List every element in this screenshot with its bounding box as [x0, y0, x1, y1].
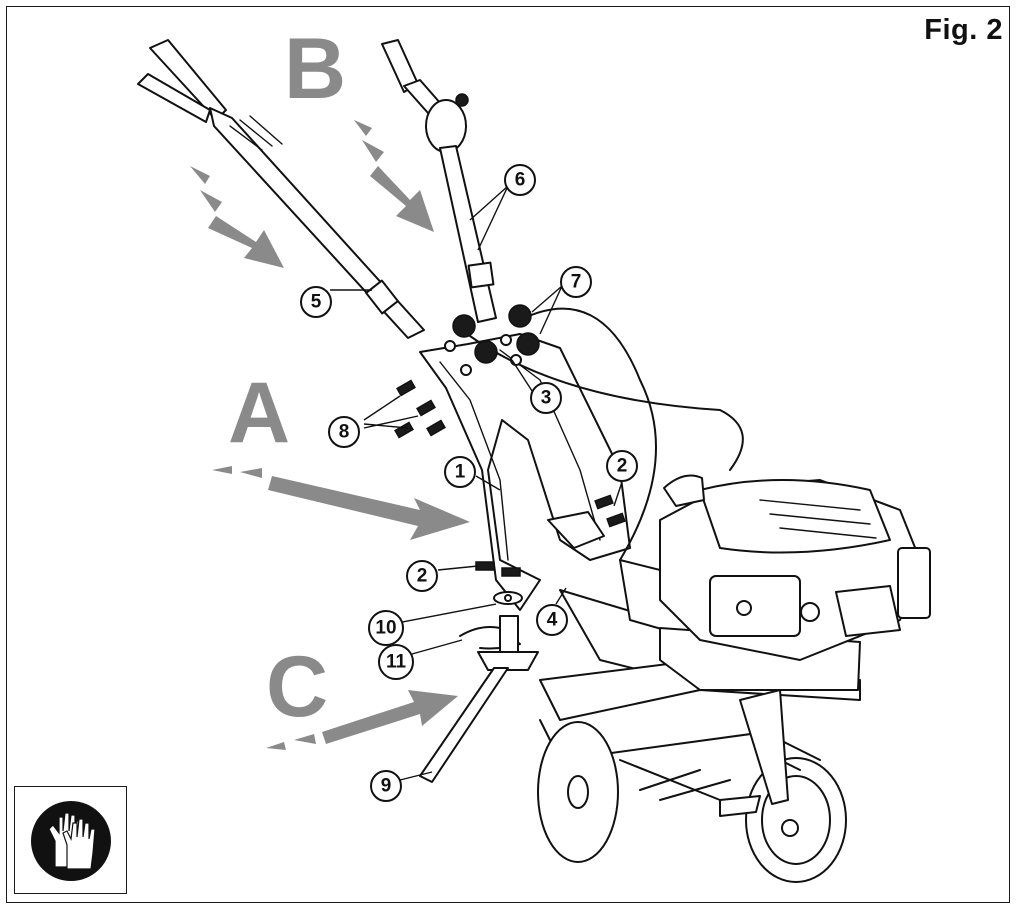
callout-2-lower: 2: [406, 560, 438, 592]
support-outline-2: [519, 307, 657, 561]
protective-gloves-icon: [31, 801, 111, 881]
svg-text:2: 2: [617, 456, 628, 477]
step-letter-a: A: [228, 365, 290, 461]
left-handlebar: [137, 39, 425, 339]
callout-9: 9: [370, 770, 402, 802]
arrow-5: [190, 166, 284, 268]
callout-7: 7: [560, 266, 592, 298]
step-letter-b: B: [284, 21, 346, 117]
callout-1: 1: [444, 456, 476, 488]
svg-text:10: 10: [375, 618, 396, 639]
right-handlebar: [381, 39, 497, 323]
safety-pictogram-frame: [14, 786, 127, 894]
left-wheel: [537, 721, 619, 863]
svg-text:4: 4: [547, 610, 558, 631]
right-wheel: [745, 757, 847, 883]
svg-text:2: 2: [417, 566, 428, 587]
support-leg: [419, 615, 539, 783]
callout-8: 8: [328, 416, 360, 448]
callout-2-upper: 2: [606, 450, 638, 482]
callout-11: 11: [378, 644, 414, 680]
svg-text:8: 8: [339, 422, 350, 443]
figure-frame: [6, 6, 1010, 903]
svg-text:7: 7: [571, 272, 582, 293]
engine: [659, 474, 931, 661]
callout-10: 10: [368, 610, 404, 646]
star-knobs: [444, 304, 540, 376]
tines: [619, 739, 821, 817]
callout-3: 3: [530, 382, 562, 414]
step-letter-c: C: [266, 639, 328, 735]
callout-6: 6: [504, 164, 536, 196]
bolts: [394, 379, 626, 577]
svg-text:3: 3: [541, 388, 552, 409]
svg-text:1: 1: [455, 462, 466, 483]
svg-text:5: 5: [311, 292, 322, 313]
svg-text:11: 11: [386, 652, 407, 673]
svg-text:9: 9: [381, 776, 392, 797]
arrow-b: [354, 120, 434, 232]
figure-title: Fig. 2: [924, 14, 1003, 46]
callout-4: 4: [536, 604, 568, 636]
arrow-a: [212, 466, 470, 540]
depth-bar: [739, 689, 789, 805]
svg-text:6: 6: [515, 170, 526, 191]
callout-5: 5: [300, 286, 332, 318]
arrow-c: [266, 690, 458, 750]
leader-lines: [330, 185, 623, 781]
